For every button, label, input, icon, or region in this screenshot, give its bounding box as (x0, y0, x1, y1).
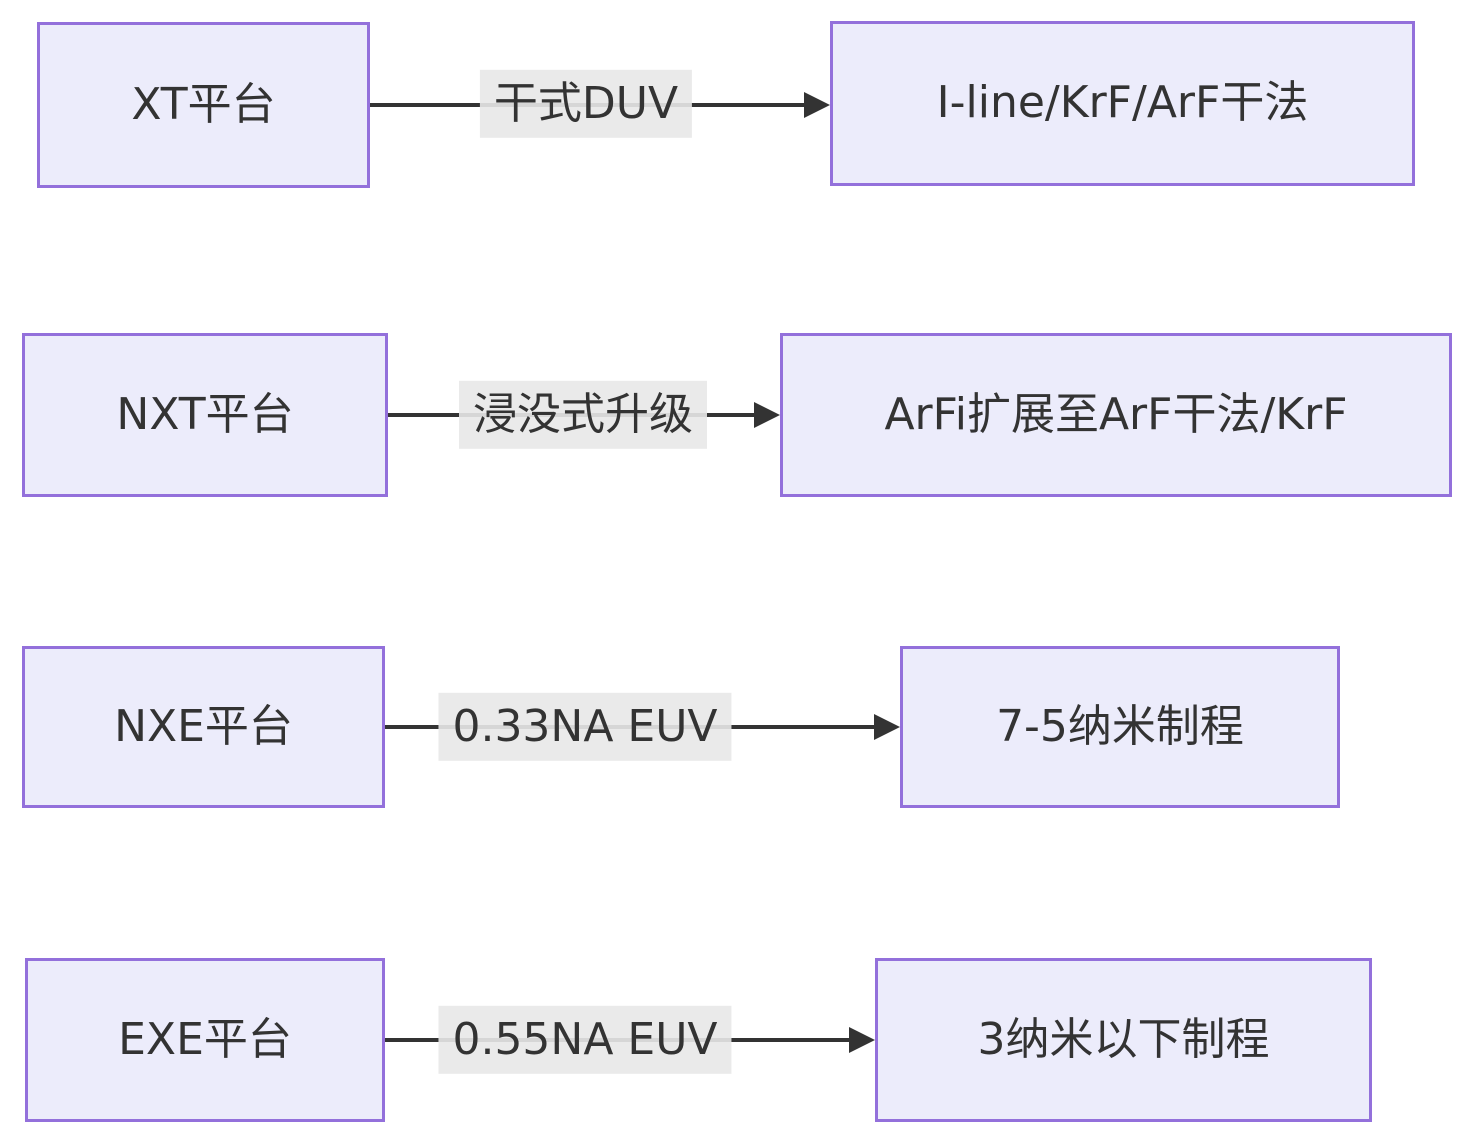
edge-label-055na-euv: 0.55NA EUV (438, 1005, 732, 1075)
node-xt-platform: XT平台 (37, 22, 370, 188)
node-nxe-platform: NXE平台 (22, 646, 385, 808)
edge-label-033na-euv: 0.33NA EUV (438, 692, 732, 762)
edge-label-dry-duv: 干式DUV (479, 69, 693, 139)
arrowhead-icon (849, 1027, 875, 1053)
arrowhead-icon (754, 402, 780, 428)
node-nxt-platform: NXT平台 (22, 333, 388, 497)
arrowhead-icon (804, 92, 830, 118)
edge-label-immersion-upgrade: 浸没式升级 (459, 380, 707, 450)
node-7-5nm-process: 7-5纳米制程 (900, 646, 1340, 808)
node-exe-platform: EXE平台 (25, 958, 385, 1122)
node-sub-3nm-process: 3纳米以下制程 (875, 958, 1372, 1122)
node-iline-krf-arf-dry: I-line/KrF/ArF干法 (830, 21, 1415, 186)
arrowhead-icon (874, 714, 900, 740)
node-arfi-extend: ArFi扩展至ArF干法/KrF (780, 333, 1452, 497)
